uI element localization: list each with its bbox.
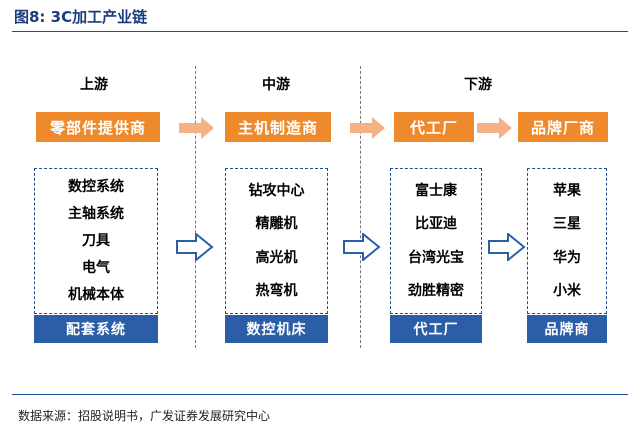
arrow-right-icon: [350, 117, 385, 139]
box-machine-maker: 主机制造商: [225, 112, 331, 142]
source-note: 数据来源：招股说明书，广发证券发展研究中心: [18, 409, 271, 423]
figure-title: 图8: 3C加工产业链: [14, 8, 148, 26]
panel-oem: 富士康 比亚迪 台湾光宝 劲胜精密: [390, 168, 482, 314]
footer-bar-brand: 品牌商: [527, 315, 607, 343]
list-item: 机械本体: [68, 286, 124, 303]
outline-arrow-right-icon: [176, 233, 214, 261]
list-item: 精雕机: [255, 216, 298, 233]
arrow-right-icon: [477, 117, 512, 139]
divider-1: [195, 66, 196, 348]
list-item: 劲胜精密: [408, 283, 464, 300]
footer-rule: [12, 394, 628, 395]
list-item: 华为: [553, 249, 581, 266]
list-item: 小米: [553, 283, 581, 300]
outline-arrow-right-icon: [343, 233, 381, 261]
list-item: 比亚迪: [415, 216, 457, 233]
footer-bar-midstream: 数控机床: [225, 315, 328, 343]
panel-upstream: 数控系统 主轴系统 刀具 电气 机械本体: [34, 168, 158, 314]
footer-bar-upstream: 配套系统: [34, 315, 158, 343]
list-item: 电气: [82, 259, 110, 276]
list-item: 钻攻中心: [248, 182, 305, 199]
list-item: 热弯机: [255, 283, 298, 300]
title-rule: [12, 31, 628, 32]
stage-midstream: 中游: [262, 77, 290, 93]
box-brand: 品牌厂商: [518, 112, 608, 142]
list-item: 苹果: [553, 182, 581, 199]
stage-downstream: 下游: [464, 77, 492, 93]
list-item: 数控系统: [68, 179, 124, 196]
list-item: 高光机: [255, 249, 298, 266]
list-item: 主轴系统: [68, 206, 124, 223]
box-component-supplier: 零部件提供商: [36, 112, 160, 142]
divider-2: [360, 66, 361, 348]
stage-upstream: 上游: [80, 77, 108, 93]
panel-midstream: 钻攻中心 精雕机 高光机 热弯机: [225, 168, 328, 314]
panel-brand: 苹果 三星 华为 小米: [527, 168, 607, 314]
footer-bar-oem: 代工厂: [390, 315, 482, 343]
list-item: 台湾光宝: [408, 249, 464, 266]
list-item: 刀具: [82, 232, 110, 249]
list-item: 富士康: [415, 182, 457, 199]
arrow-right-icon: [179, 117, 214, 139]
list-item: 三星: [553, 216, 581, 233]
box-oem: 代工厂: [394, 112, 474, 142]
outline-arrow-right-icon: [488, 233, 526, 261]
